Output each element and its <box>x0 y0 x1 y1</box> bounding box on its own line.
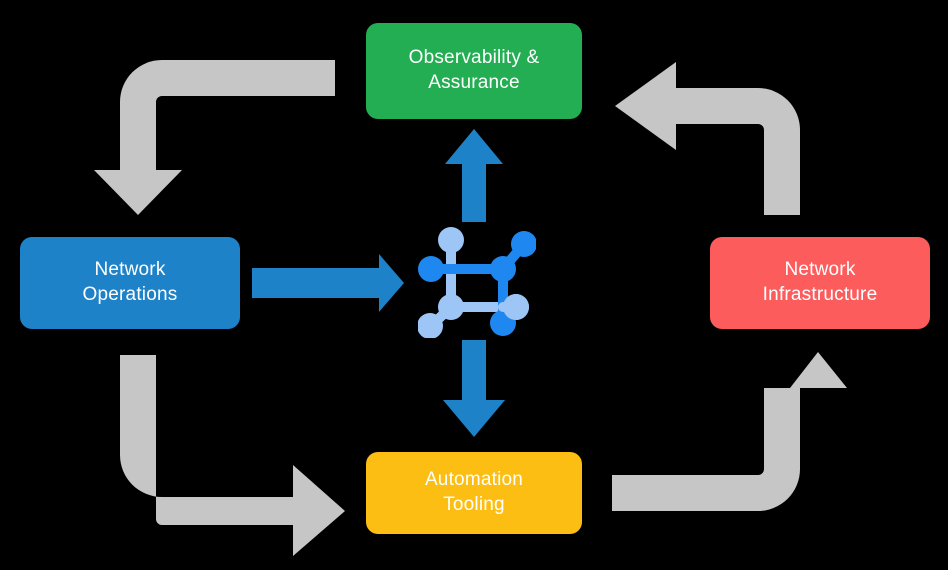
gray-arrow-operations-to-automation <box>120 355 345 556</box>
mesh-node-top-light <box>438 227 464 253</box>
blue-arrow-center-to-automation <box>443 340 505 437</box>
blue-arrow-operations-to-center <box>252 254 404 312</box>
node-label-observability: Observability & Assurance <box>408 47 540 93</box>
node-label-network-operations: Network Operations <box>82 259 178 305</box>
gray-arrow-automation-to-infrastructure <box>612 352 847 511</box>
node-box-network-operations[interactable]: Network Operations <box>20 237 240 329</box>
mesh-node-hub-bright <box>490 256 516 282</box>
node-label-network-infrastructure: Network Infrastructure <box>762 259 878 305</box>
mesh-node-center-light <box>438 294 464 320</box>
mesh-node-topright-bright <box>511 231 536 257</box>
mesh-node-left-bright <box>418 256 444 282</box>
node-box-automation-tooling[interactable]: Automation Tooling <box>366 452 582 534</box>
node-box-observability[interactable]: Observability & Assurance <box>366 23 582 119</box>
node-box-network-infrastructure[interactable]: Network Infrastructure <box>710 237 930 329</box>
gray-arrow-observability-to-operations <box>94 60 335 215</box>
gray-arrow-infrastructure-to-observability <box>615 62 800 215</box>
blue-arrow-center-to-observability <box>445 129 503 222</box>
network-mesh-icon <box>418 227 536 338</box>
mesh-node-right-light-cap <box>503 294 529 320</box>
node-label-automation-tooling: Automation Tooling <box>424 469 524 515</box>
mesh-node-bottomleft-light <box>418 313 443 338</box>
